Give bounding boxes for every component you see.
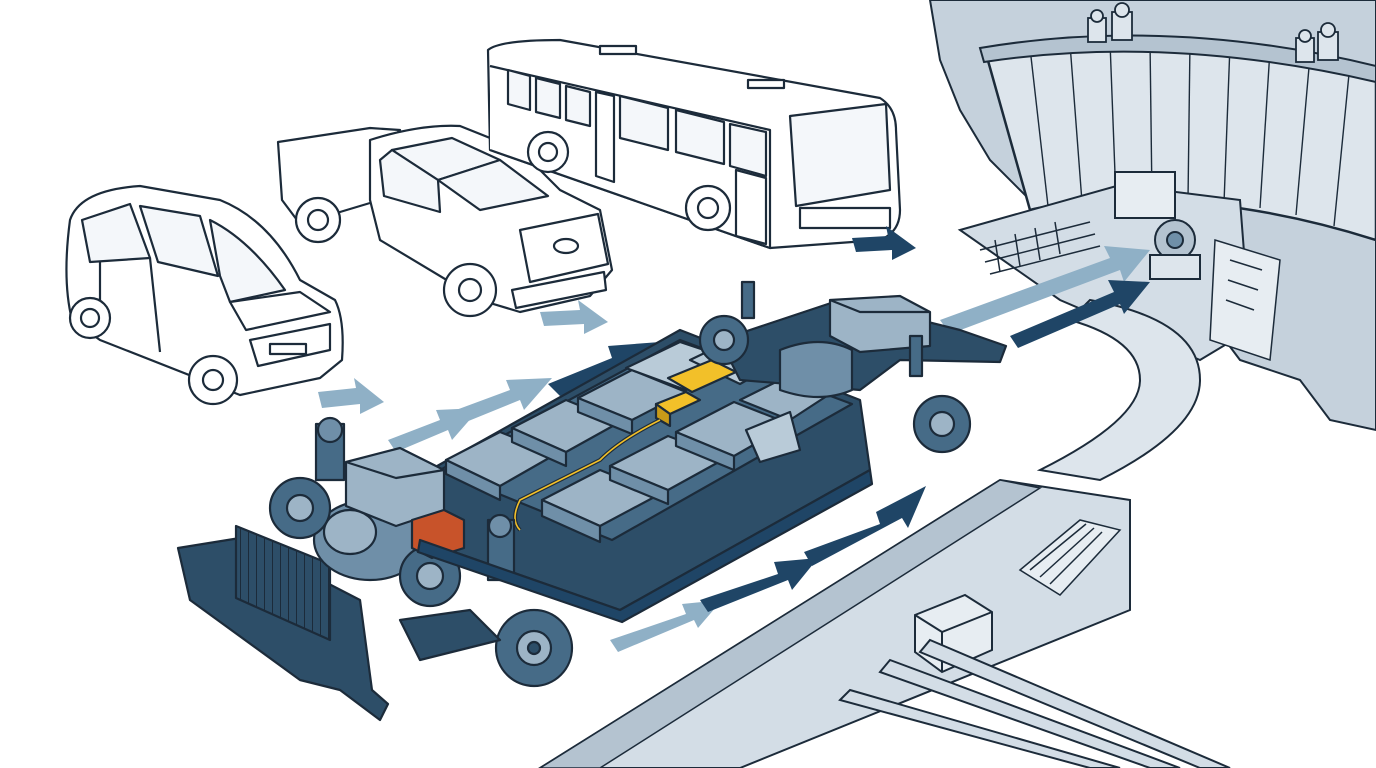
arrow-in-3	[548, 342, 660, 396]
arrow-bus	[852, 226, 916, 260]
roadway	[538, 298, 1231, 768]
dam-buttress-lines	[1029, 40, 1351, 227]
powerhouse-block	[1114, 171, 1176, 219]
conduit-pipes	[838, 638, 1231, 768]
connector-icon	[654, 358, 738, 428]
flow-arrows	[318, 226, 1150, 652]
platform-edge	[538, 479, 1042, 768]
steps	[1018, 519, 1122, 596]
radiator	[234, 524, 332, 642]
curved-road	[1036, 298, 1202, 482]
van-icon	[65, 184, 344, 406]
rear-axle-assembly	[698, 280, 1008, 464]
lower-control-arm	[398, 608, 502, 662]
control-panel	[1209, 238, 1281, 362]
arrow-in-1	[388, 408, 480, 452]
hv-cables	[513, 418, 661, 532]
arrow-in-2	[456, 378, 552, 422]
arrow-under-1	[610, 600, 722, 652]
gate-towers	[1087, 2, 1339, 63]
turbine-unit	[1149, 219, 1201, 280]
arrow-under-3	[804, 486, 926, 566]
arrow-van	[318, 378, 384, 414]
bus-icon	[486, 38, 902, 250]
intake-channel	[979, 221, 1101, 275]
arrow-out-1	[940, 246, 1150, 334]
front-assembly	[176, 416, 574, 722]
pickup-truck-icon	[276, 124, 614, 318]
ev-chassis	[176, 280, 1008, 722]
arrow-under-2	[700, 558, 818, 612]
electric-motor-icon	[312, 446, 462, 608]
arrow-out-2	[1010, 280, 1150, 348]
side-rail	[416, 468, 874, 624]
arrow-pickup	[540, 300, 608, 334]
front-wheel-hub	[268, 476, 574, 688]
